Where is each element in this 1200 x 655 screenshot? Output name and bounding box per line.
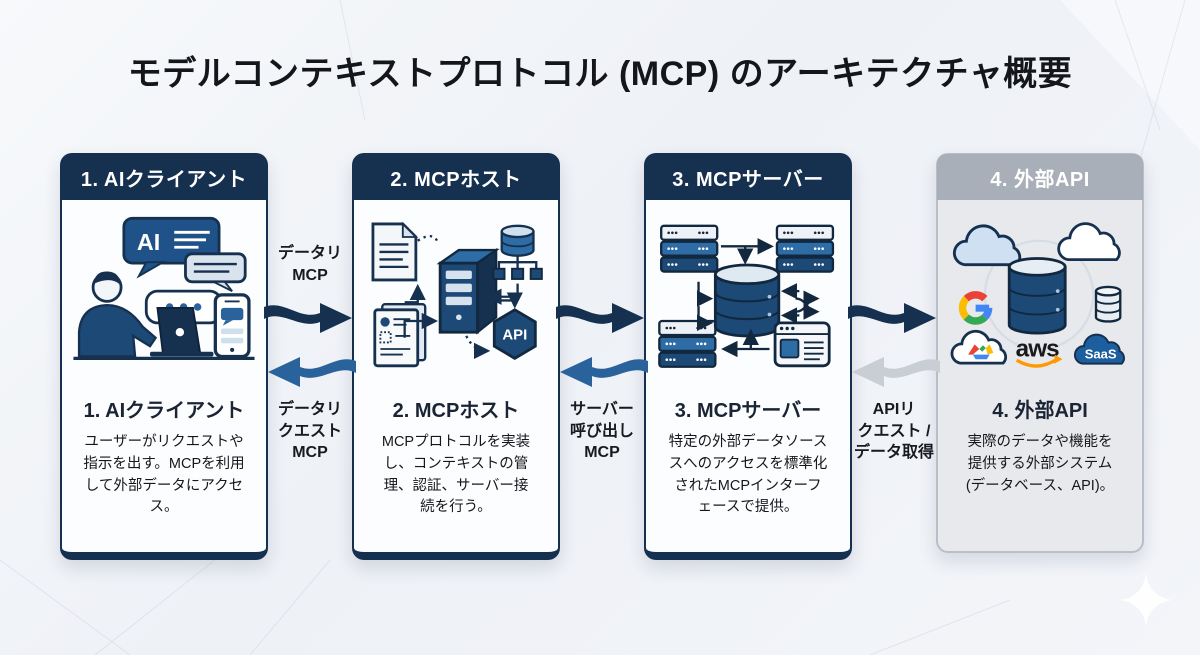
database-icon (713, 263, 781, 338)
card-external-api: 4. 外部API (936, 153, 1144, 553)
cloud-icon (952, 224, 1022, 267)
flow-arrows (696, 238, 820, 358)
svg-text:AI: AI (137, 229, 160, 255)
arrow-right-icon (848, 303, 936, 333)
connector-host-server: サーバー 呼び出し MCP (556, 153, 648, 560)
smartphone-icon (213, 293, 251, 359)
database-icon (1007, 257, 1067, 335)
connector-bottom-label: サーバー 呼び出し MCP (569, 401, 634, 462)
sparkle-icon (1120, 574, 1172, 626)
card-external-api-title: 4. 外部API (992, 400, 1088, 422)
arrow-left-icon (268, 357, 356, 387)
card-mcp-host-header: 2. MCPホスト (353, 154, 559, 200)
report-stack-icon (373, 303, 427, 368)
svg-text:aws: aws (1016, 335, 1059, 362)
arrow-right-icon (264, 303, 352, 333)
flow-arrows (403, 235, 523, 360)
server-rack-icon (658, 319, 717, 368)
database-tree-icon (492, 224, 543, 280)
svg-text:SaaS: SaaS (1085, 346, 1117, 361)
card-ai-client-description: ユーザーがリクエストや 指示を出す。MCPを利用 して外部データにアクセ ス。 (83, 434, 245, 516)
card-mcp-server: 3. MCPサーバー (644, 153, 852, 560)
card-mcp-server-description: 特定の外部データソース スへのアクセスを標準化 されたMCPインターフ ェースで… (668, 434, 828, 516)
google-logo (958, 291, 993, 325)
server-rack-icon (775, 224, 835, 273)
cloud-icon (1057, 222, 1121, 261)
arrow-left-icon (852, 357, 940, 387)
saas-cloud-badge: SaaS (1073, 333, 1125, 365)
document-icon (371, 221, 419, 282)
card-mcp-host: 2. MCPホスト (352, 153, 560, 560)
card-mcp-server-title: 3. MCPサーバー (674, 400, 822, 422)
connector-bottom-label: APIリ クエスト / データ取得 (853, 401, 934, 462)
small-database-icon (1094, 285, 1122, 323)
connector-server-api: APIリ クエスト / データ取得 (848, 153, 940, 560)
page-title: モデルコンテキストプロトコル (MCP) のアーキテクチャ概要 (127, 55, 1073, 93)
ai-client-illustration: AI (73, 216, 255, 360)
mcp-server-illustration (658, 224, 835, 368)
connector-client-host: データリ MCP データリ クエスト MCP (264, 153, 356, 560)
svg-text:API: API (502, 327, 527, 344)
aws-logo: aws (1016, 335, 1063, 368)
server-rack-icon (660, 224, 719, 273)
card-ai-client-title: 1. AIクライアント (83, 400, 245, 422)
mcp-host-illustration: API (371, 221, 543, 368)
browser-window-icon (773, 321, 831, 368)
laptop-icon (150, 307, 214, 357)
connector-bottom-label: データリ クエスト MCP (277, 401, 342, 462)
card-external-api-header: 4. 外部API (937, 154, 1143, 200)
card-external-api-description: 実際のデータや機能を 提供する外部システム (データベース、API)。 (965, 434, 1115, 494)
card-ai-client-header: 1. AIクライアント (61, 154, 267, 200)
card-mcp-server-header: 3. MCPサーバー (645, 154, 851, 200)
chat-bubble-icon (184, 252, 247, 292)
server-tower-icon (436, 247, 500, 335)
card-mcp-host-description: MCPプロトコルを実装 し、コンテキストの管 理、認証、サーバー接 続を行う。 (381, 434, 531, 516)
card-mcp-host-title: 2. MCPホスト (392, 400, 520, 422)
external-api-illustration: aws SaaS (950, 222, 1125, 368)
person-icon (77, 271, 158, 358)
api-hexagon-icon: API (492, 308, 537, 360)
arrow-right-icon (556, 303, 644, 333)
ai-chat-bubble-icon: AI (122, 216, 221, 279)
arrow-left-icon (560, 357, 648, 387)
card-ai-client: 1. AIクライアント AI (60, 153, 268, 560)
connector-top-label: データリ MCP (277, 245, 342, 284)
google-cloud-logo (950, 329, 1008, 365)
